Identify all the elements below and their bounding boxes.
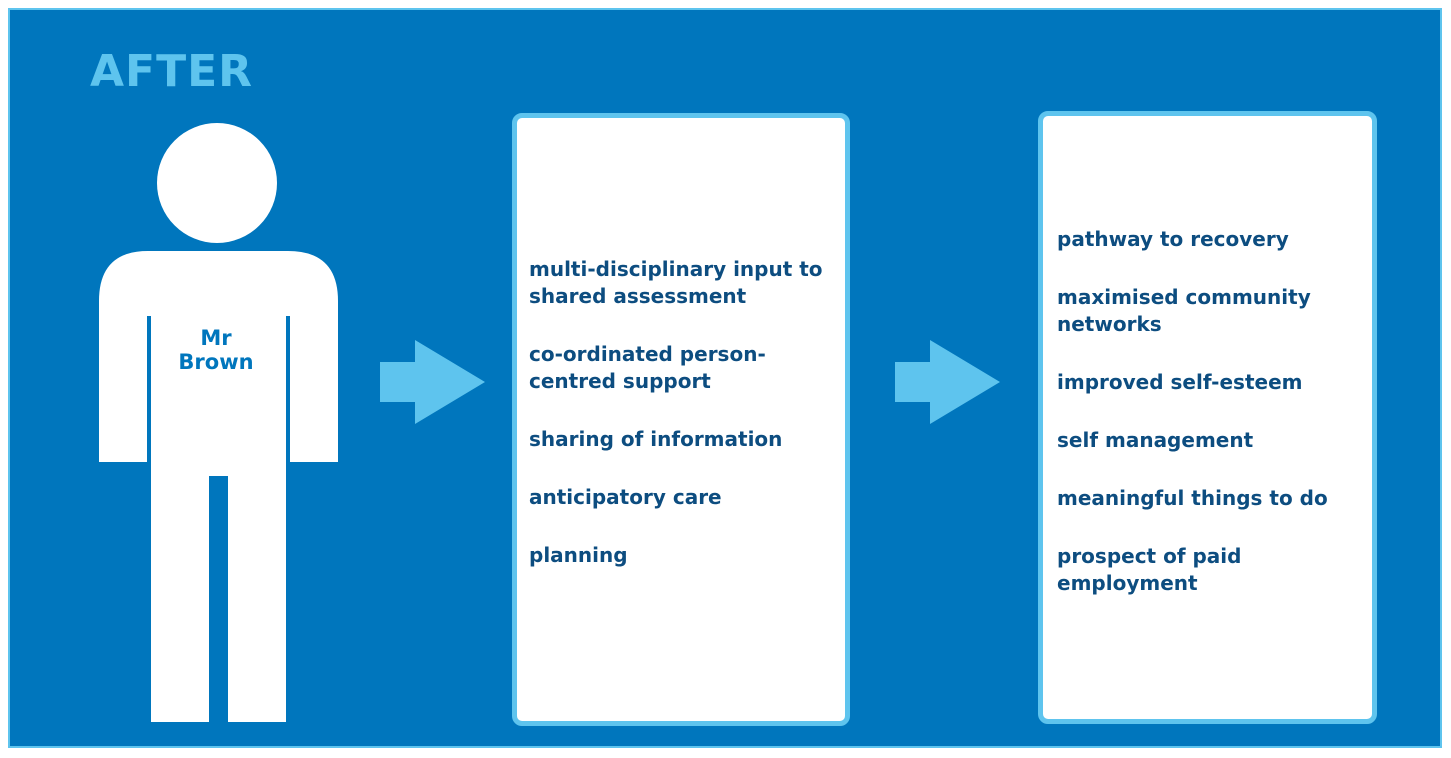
person-name: Mr Brown [160, 326, 272, 374]
person-name-line1: Mr [200, 326, 232, 350]
right-arrow-icon [895, 340, 1000, 424]
outcomes-box [1038, 111, 1377, 724]
list-item: planning [529, 543, 628, 567]
inputs-list: multi-disciplinary input to shared asses… [529, 256, 839, 600]
outcomes-list: pathway to recovery maximised community … [1057, 226, 1367, 628]
right-arrow-icon [380, 340, 485, 424]
list-item: pathway to recovery [1057, 227, 1289, 251]
page-title: AFTER [90, 46, 254, 97]
list-item: anticipatory care [529, 485, 722, 509]
list-item: improved self-esteem [1057, 370, 1303, 394]
inputs-box [512, 113, 850, 726]
list-item: multi-disciplinary input to shared asses… [529, 257, 823, 308]
list-item: prospect of paid employment [1057, 544, 1242, 595]
list-item: self management [1057, 428, 1254, 452]
person-name-line2: Brown [178, 350, 254, 374]
list-item: maximised community networks [1057, 285, 1311, 336]
list-item: meaningful things to do [1057, 486, 1328, 510]
list-item: co-ordinated person-centred support [529, 342, 766, 393]
list-item: sharing of information [529, 427, 783, 451]
